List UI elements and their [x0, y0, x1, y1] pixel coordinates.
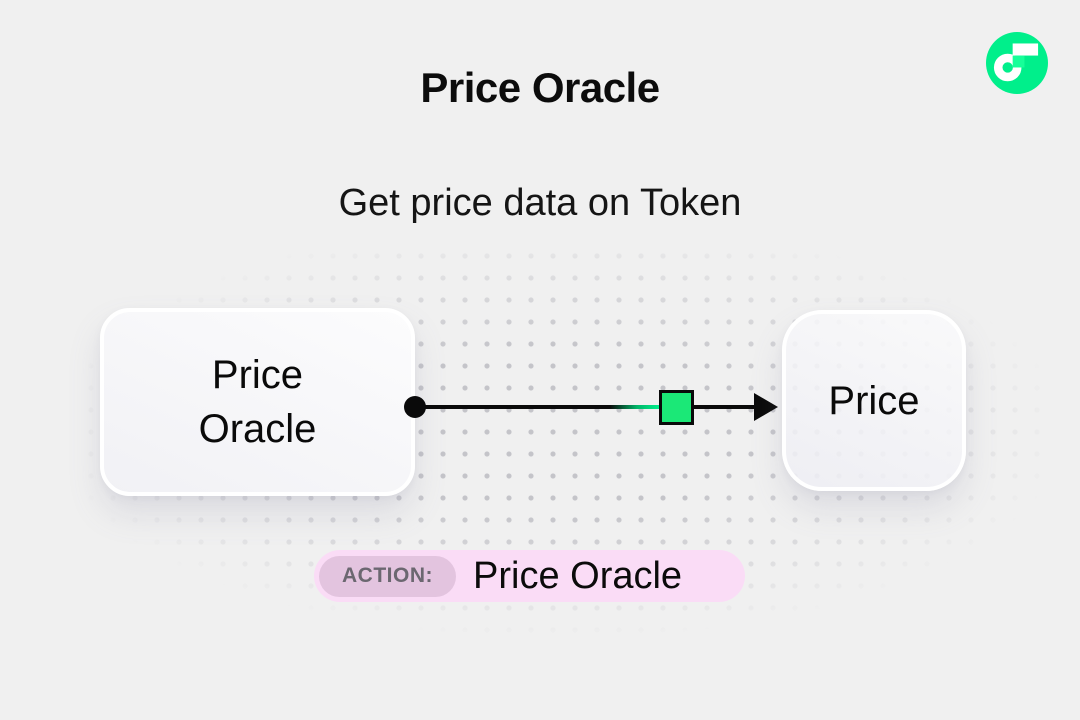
connector-line — [415, 405, 762, 409]
action-value: Price Oracle — [473, 554, 683, 597]
action-pill: ACTION: Price Oracle — [314, 550, 745, 602]
action-badge: ACTION: — [319, 555, 456, 597]
source-node: Price Oracle — [100, 308, 415, 496]
page-subtitle: Get price data on Token — [338, 182, 742, 224]
action-badge-label: ACTION: — [342, 564, 433, 587]
target-node-label: Price — [828, 378, 920, 423]
target-node: Price — [782, 310, 966, 491]
arrowhead-icon — [754, 393, 778, 421]
connector-line-accent — [610, 405, 659, 409]
source-node-label: Price — [211, 353, 304, 397]
flow-logo-icon — [986, 32, 1048, 94]
connector-node-square — [659, 390, 694, 425]
page-title: Price Oracle — [420, 64, 660, 111]
source-node-label: Oracle — [198, 407, 317, 451]
